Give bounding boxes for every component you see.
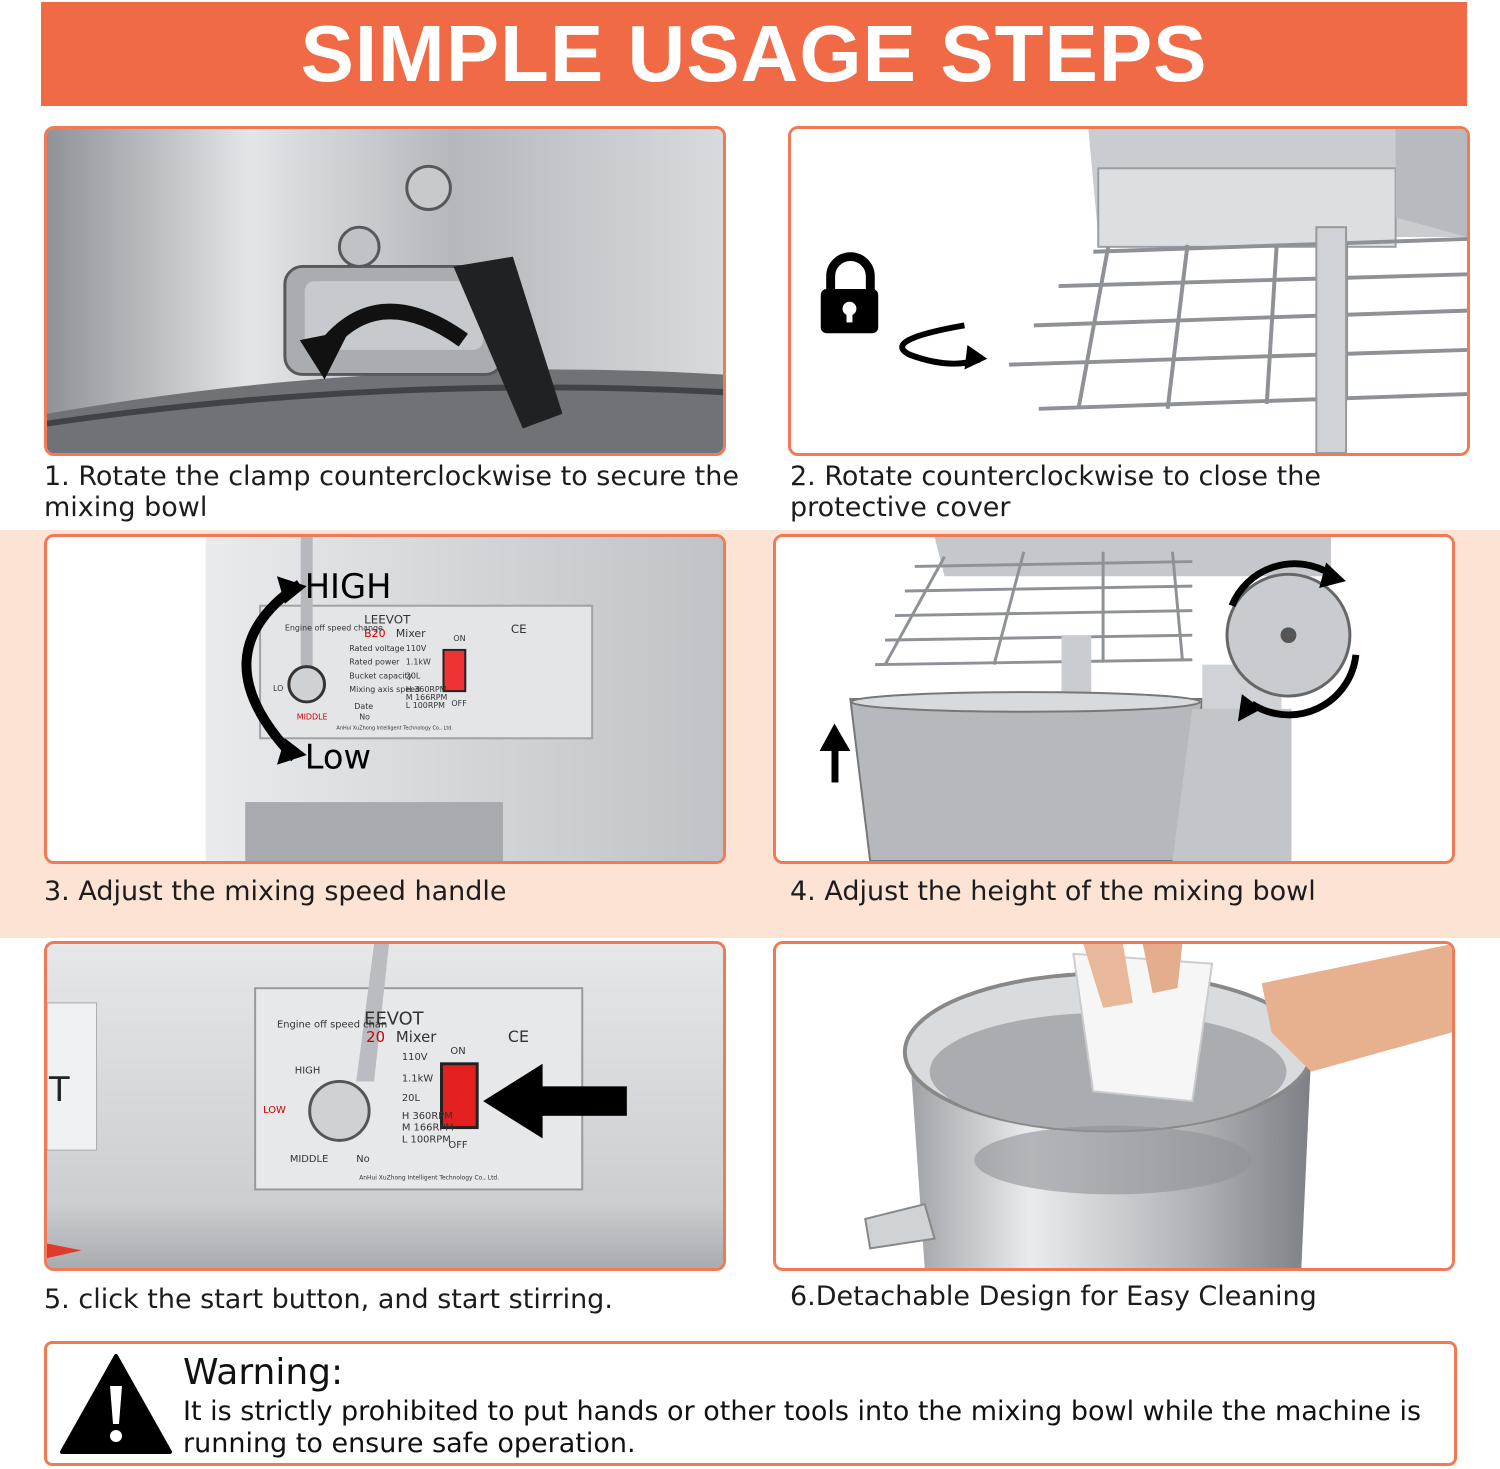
plate-value-1: 1.1kW [406, 658, 431, 667]
plate5-value-0: 110V [402, 1052, 428, 1063]
plate5-value-4: M 166RPM [402, 1123, 454, 1134]
plate5-model: 20 [366, 1029, 385, 1046]
plate-value-0: 110V [406, 644, 427, 653]
step-3-caption: 3. Adjust the mixing speed handle [44, 876, 507, 907]
left-arrow-icon [483, 1063, 627, 1139]
plate5-engine-note: Engine off speed chan [277, 1019, 387, 1030]
plate5-off: OFF [448, 1140, 468, 1151]
plate-line-4: Date [354, 702, 373, 711]
step-1-caption: 1. Rotate the clamp counterclockwise to … [44, 461, 739, 523]
speed-low-label: Low [305, 738, 371, 777]
plate-product: Mixer [396, 627, 426, 640]
plate5-middle: MIDDLE [290, 1154, 329, 1165]
plate-brand: LEEVOT [364, 612, 411, 626]
step-6-caption: 6.Detachable Design for Easy Cleaning [790, 1281, 1317, 1312]
warning-title: Warning: [183, 1352, 344, 1393]
plate-value-3: H 360RPM [406, 685, 447, 694]
plate-line-3: Mixing axis speed [349, 685, 420, 694]
plate-value-5: L 100RPM [406, 701, 445, 710]
step-4-image [773, 534, 1455, 864]
step-2-image [788, 126, 1470, 456]
plate-on: ON [453, 634, 465, 643]
plate5-brand: EEVOT [364, 1010, 424, 1030]
plate-ce: CE [511, 622, 527, 636]
warning-text: It is strictly prohibited to put hands o… [183, 1396, 1422, 1459]
plate-value-4: M 166RPM [406, 693, 448, 702]
warning-box: Warning: It is strictly prohibited to pu… [44, 1341, 1457, 1466]
plate5-maker: AnHui XuZhong Intelligent Technology Co.… [359, 1176, 499, 1182]
step-1-image [44, 126, 726, 456]
plate5-on: ON [450, 1046, 465, 1057]
plate-engine-note: Engine off speed change [285, 623, 383, 632]
plate5-value-1: 1.1kW [402, 1073, 434, 1084]
plate5-ce: CE [508, 1027, 529, 1046]
step-4-caption: 4. Adjust the height of the mixing bowl [790, 876, 1316, 907]
plate5-value-5: L 100RPM [402, 1134, 451, 1145]
plate5-value-3: H 360RPM [402, 1111, 453, 1122]
banner: SIMPLE USAGE STEPS [41, 2, 1467, 106]
plate-off: OFF [451, 699, 467, 708]
plate-line-2: Bucket capacity [349, 671, 412, 680]
plate5-high: HIGH [295, 1066, 321, 1077]
plate-middle: MIDDLE [297, 713, 328, 722]
up-arrow-icon [819, 723, 851, 783]
step-3-image: HIGH Low LEEVOT B20 Mixer Engine off spe… [44, 534, 726, 864]
speed-high-label: HIGH [305, 567, 392, 606]
page-title: SIMPLE USAGE STEPS [300, 9, 1208, 98]
plate-maker: AnHui XuZhong Intelligent Technology Co.… [336, 725, 453, 731]
plate-model: B20 [364, 627, 385, 640]
plate-line-1: Rated power [349, 658, 400, 667]
step-2-caption: 2. Rotate counterclockwise to close the … [790, 461, 1321, 523]
plate5-product: Mixer [396, 1029, 437, 1046]
warning-triangle-icon [60, 1354, 172, 1454]
plate-value-2: 20L [406, 671, 421, 680]
plate-lo: LO [273, 684, 283, 693]
step-5-caption: 5. click the start button, and start sti… [44, 1284, 613, 1315]
plate5-lo: LOW [263, 1105, 286, 1116]
side-letter: T [48, 1070, 70, 1109]
plate5-value-2: 20L [402, 1093, 421, 1104]
plate-line-0: Rated voltage [349, 644, 404, 653]
plate5-no: No [356, 1154, 369, 1165]
step-6-image [773, 941, 1455, 1271]
step-5-image: T EEVOT 20 Mixer Engine off speed chan H… [44, 941, 726, 1271]
plate-line-5: No [359, 713, 370, 722]
lock-icon [820, 252, 879, 334]
